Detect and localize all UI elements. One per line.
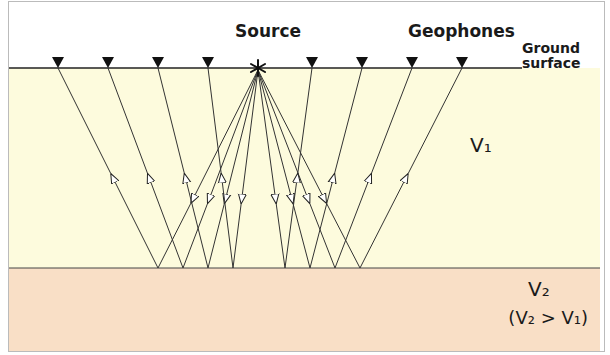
geophone-symbol	[356, 57, 368, 68]
upgoing-ray	[310, 68, 362, 268]
ground-surface-line	[8, 67, 522, 68]
upgoing-ray	[335, 68, 412, 268]
upgoing-ray	[208, 68, 233, 268]
ground-surface-label: Ground surface	[522, 41, 606, 72]
downgoing-ray	[258, 70, 360, 268]
geophone-symbol	[202, 57, 214, 68]
upgoing-ray	[158, 68, 208, 268]
downgoing-ray	[258, 70, 285, 268]
downgoing-ray	[208, 70, 258, 268]
source-star	[251, 60, 265, 76]
geophones-label: Geophones	[408, 22, 518, 41]
upgoing-ray	[285, 68, 312, 268]
downgoing-ray	[258, 70, 310, 268]
geophone-symbol	[456, 57, 468, 68]
upper-layer-fill	[8, 68, 600, 268]
velocity-label: V₁	[470, 134, 492, 157]
downgoing-ray	[258, 70, 335, 268]
geophone-symbol	[52, 57, 64, 68]
velocity-layer-band: V₁	[8, 68, 600, 268]
upgoing-ray	[360, 68, 462, 268]
ray-paths	[58, 68, 462, 268]
interface-line	[8, 268, 600, 269]
geophone-symbol	[406, 57, 418, 68]
velocity-label: V₂	[528, 278, 550, 301]
lower-layer-fill	[8, 268, 600, 351]
source-label: Source	[228, 22, 308, 41]
upgoing-ray	[58, 68, 158, 268]
velocity-layer-band: V₂ (V₂ > V₁)	[8, 268, 600, 351]
frame	[9, 2, 605, 352]
downgoing-ray	[158, 70, 258, 268]
geophone-symbol	[152, 57, 164, 68]
upgoing-ray	[108, 68, 183, 268]
geophone-symbol	[306, 57, 318, 68]
downgoing-ray	[233, 70, 258, 268]
velocity-label: (V₂ > V₁)	[508, 308, 588, 329]
geophone-symbol	[102, 57, 114, 68]
